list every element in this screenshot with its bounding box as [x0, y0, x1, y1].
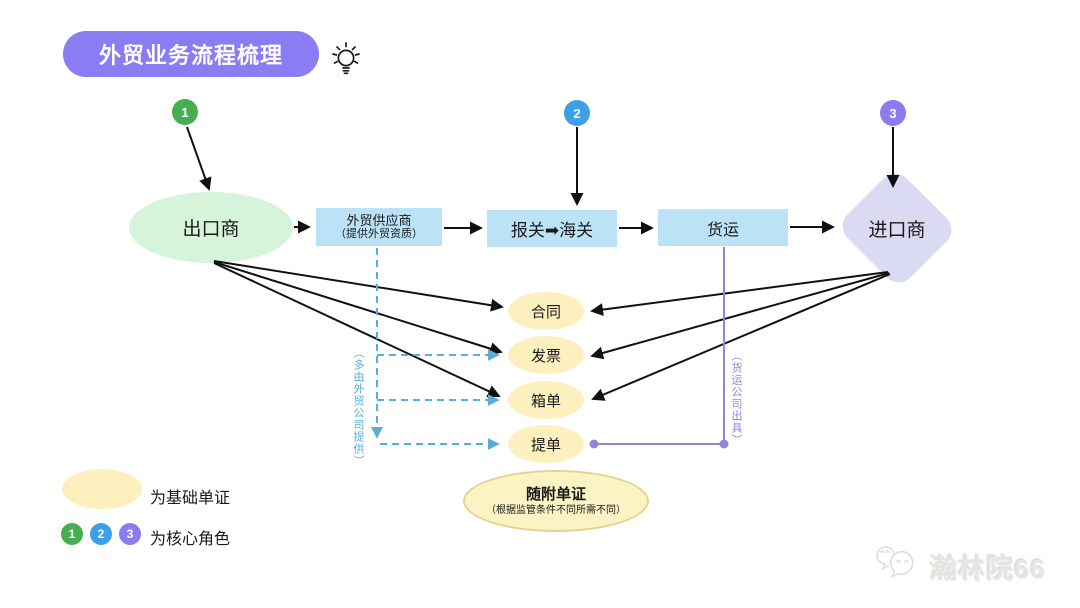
- legend-basic-doc-label: 为基础单证: [150, 490, 231, 507]
- exporter-label: 出口商: [182, 219, 240, 240]
- doc-contract: 合同: [508, 292, 584, 330]
- page-title: 外贸业务流程梳理: [98, 43, 283, 68]
- watermark: 瀚林院66: [876, 544, 1046, 588]
- wechat-bubbles-icon: [876, 546, 914, 578]
- title-banner: 外贸业务流程梳理: [63, 31, 319, 77]
- customs-label: 报关➡海关: [510, 221, 594, 240]
- invoice-label: 发票: [530, 347, 561, 365]
- bill-of-lading-label: 提单: [530, 436, 561, 454]
- role-badge-3: 3: [880, 100, 906, 126]
- trade-supplier-node: 外贸供应商 （提供外贸资质）: [316, 208, 442, 246]
- badge-number: 3: [126, 527, 134, 541]
- exporter-node: 出口商: [129, 192, 293, 263]
- attached-docs-subtitle: （根据监管条件不同所需不同）: [486, 504, 626, 516]
- attached-docs-title: 随附单证: [525, 485, 586, 503]
- legend-badge-1: 1: [61, 523, 83, 545]
- lightbulb-icon: [332, 42, 360, 75]
- role-badge-2: 2: [564, 100, 590, 126]
- badge-number: 1: [181, 104, 189, 120]
- importer-label: 进口商: [868, 219, 926, 241]
- doc-invoice: 发票: [508, 336, 584, 374]
- supplier-sublabel: （提供外贸资质）: [335, 228, 423, 240]
- badge-number: 1: [68, 527, 76, 541]
- supplier-label: 外贸供应商: [346, 213, 412, 228]
- legend-badge-2: 2: [90, 523, 112, 545]
- legend-badge-3: 3: [119, 523, 141, 545]
- attached-docs-node: 随附单证 （根据监管条件不同所需不同）: [463, 470, 649, 532]
- customs-declaration-node: 报关➡海关: [487, 210, 617, 247]
- packing-list-label: 箱单: [530, 392, 561, 410]
- doc-bill-of-lading: 提单: [508, 425, 584, 463]
- legend-doc-swatch: [62, 469, 142, 509]
- legend-core-role-label: 为核心角色: [150, 531, 231, 548]
- freight-label: 货运: [706, 221, 739, 239]
- role-badge-1: 1: [172, 99, 198, 125]
- freight-node: 货运: [658, 209, 788, 246]
- badge-number: 3: [889, 105, 897, 121]
- supplier-provides-note: （多由外贸公司提供）: [352, 347, 364, 467]
- watermark-text: 瀚林院66: [930, 553, 1047, 584]
- freight-issues-note: （货运公司出具）: [730, 350, 742, 446]
- importer-label-wrap: 进口商: [855, 186, 939, 270]
- badge-number: 2: [97, 527, 105, 541]
- badge-number: 2: [573, 105, 581, 121]
- doc-packing-list: 箱单: [508, 381, 584, 419]
- contract-label: 合同: [530, 303, 561, 321]
